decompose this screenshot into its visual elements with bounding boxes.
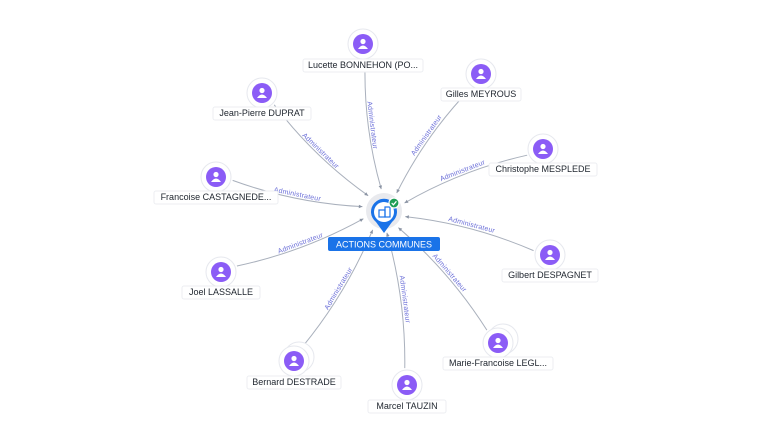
person-icon: [545, 249, 555, 260]
edge-line: [396, 87, 472, 194]
person-node[interactable]: Joel LASSALLE: [181, 256, 261, 300]
person-node[interactable]: Bernard DESTRADE: [246, 341, 342, 390]
person-node[interactable]: Jean-Pierre DUPRAT: [212, 77, 312, 121]
person-icon: [257, 87, 267, 98]
edge-line: [364, 60, 382, 190]
person-label-box: [246, 375, 342, 390]
person-node[interactable]: Francoise CASTAGNEDE...: [153, 161, 279, 205]
edge-label: Administrateur: [448, 216, 497, 235]
person-node[interactable]: Christophe MESPLEDE: [488, 133, 598, 177]
edge-line: [405, 216, 534, 252]
person-icon: [493, 337, 503, 348]
person-icon: [402, 379, 412, 390]
person-name: Gilles MEYROUS: [446, 89, 517, 99]
edge-administrateur: Administrateur: [364, 60, 382, 190]
building-icon: [378, 206, 391, 218]
edge-arrow: [364, 192, 369, 196]
person-label-box: [440, 87, 522, 102]
edge-arrow: [405, 215, 410, 219]
edge-arrow: [398, 227, 403, 232]
edge-administrateur: Administrateur: [396, 87, 472, 194]
person-node[interactable]: Gilbert DESPAGNET: [501, 239, 599, 283]
edge-arrow: [404, 199, 409, 204]
person-icon: [216, 266, 226, 277]
person-label-box: [302, 58, 424, 73]
edge-arrow: [359, 218, 364, 222]
person-node[interactable]: Gilles MEYROUS: [440, 58, 522, 102]
person-icon: [476, 68, 486, 79]
person-name: Lucette BONNEHON (PO...: [308, 60, 418, 70]
center-label: ACTIONS COMMUNES: [336, 240, 432, 250]
edge-administrateur: Administrateur: [404, 154, 528, 204]
person-icon: [211, 171, 221, 182]
person-label-box: [212, 106, 312, 121]
person-name: Francoise CASTAGNEDE...: [161, 192, 272, 202]
edge-arrow: [369, 229, 373, 234]
person-name: Christophe MESPLEDE: [495, 164, 590, 174]
person-label-box: [367, 399, 447, 414]
edge-label: Administrateur: [365, 101, 378, 150]
edge-line: [232, 179, 363, 208]
person-name: Joel LASSALLE: [189, 287, 253, 297]
check-icon: [388, 197, 400, 209]
edge-label: Administrateur: [277, 232, 325, 256]
person-name: Gilbert DESPAGNET: [508, 270, 592, 280]
person-label-box: [442, 356, 554, 371]
person-label-box: [501, 268, 599, 283]
person-icon: [538, 143, 548, 154]
person-label-box: [181, 285, 261, 300]
person-name: Marcel TAUZIN: [376, 401, 437, 411]
person-icon: [289, 355, 299, 366]
edge-line: [236, 218, 364, 267]
nodes-layer: Lucette BONNEHON (PO... Gilles MEYROUS Chr…: [153, 28, 599, 414]
center-node[interactable]: ACTIONS COMMUNES: [328, 193, 440, 251]
person-name: Jean-Pierre DUPRAT: [219, 108, 305, 118]
person-node[interactable]: Marie-Francoise LEGL...: [442, 323, 554, 371]
person-node[interactable]: Marcel TAUZIN: [367, 369, 447, 414]
edge-line: [404, 154, 528, 204]
person-label-box: [488, 162, 598, 177]
person-label-box: [153, 190, 279, 205]
edge-label: Administrateur: [439, 159, 487, 183]
center-label-box[interactable]: [328, 237, 440, 251]
edge-label: Administrateur: [324, 266, 355, 311]
edge-arrow: [358, 204, 363, 209]
edge-administrateur: Administrateur: [386, 232, 411, 369]
edge-arrow: [386, 232, 390, 237]
edge-label: Administrateur: [431, 253, 468, 294]
edge-label: Administrateur: [410, 114, 444, 158]
edge-arrow: [378, 185, 382, 190]
person-name: Bernard DESTRADE: [252, 377, 336, 387]
person-icon: [358, 38, 368, 49]
edge-label: Administrateur: [398, 275, 411, 324]
edge-arrow: [396, 189, 400, 194]
person-name: Marie-Francoise LEGL...: [449, 358, 547, 368]
edge-label: Administrateur: [300, 132, 340, 171]
person-node[interactable]: Lucette BONNEHON (PO...: [302, 28, 424, 73]
edge-label: Administrateur: [273, 187, 322, 203]
